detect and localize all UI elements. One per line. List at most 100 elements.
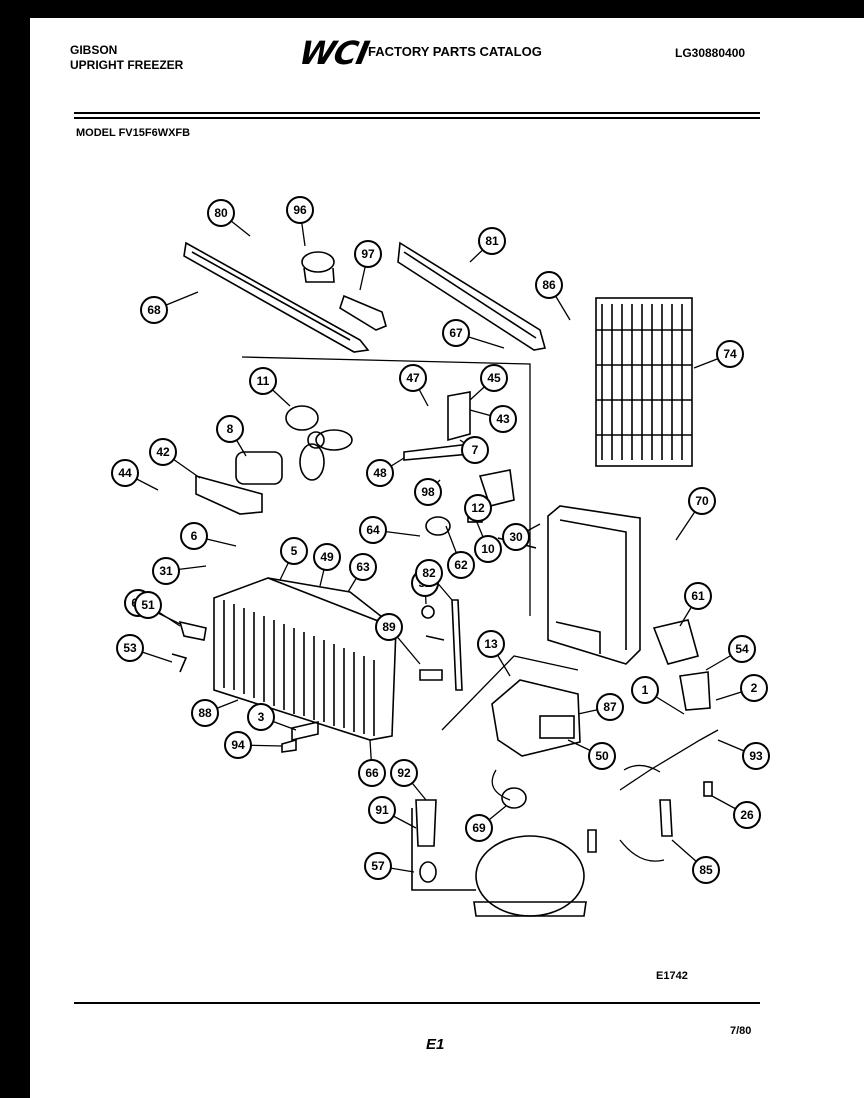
callout-57: 57	[364, 852, 415, 880]
callout-circle-74	[716, 340, 744, 368]
callout-circle-7	[461, 436, 489, 464]
callout-circle-85	[692, 856, 720, 884]
cabinet-liner	[497, 505, 641, 665]
callout-6: 6	[180, 522, 237, 550]
callout-circle-61	[684, 582, 712, 610]
power-cord	[619, 729, 719, 791]
callout-91: 91	[368, 796, 417, 829]
callout-circle-31	[152, 557, 180, 585]
callout-circle-87	[596, 693, 624, 721]
callout-label-10: 10	[481, 542, 495, 556]
callout-label-51: 51	[141, 598, 155, 612]
callout-26: 26	[711, 795, 761, 829]
drain-tube	[491, 769, 511, 801]
product-type: UPRIGHT FREEZER	[70, 58, 184, 72]
print-date: 7/80	[730, 1025, 752, 1037]
callout-label-53: 53	[123, 641, 137, 655]
callout-96: 96	[286, 196, 314, 247]
callout-7: 7	[459, 436, 489, 464]
callout-circle-11	[249, 367, 277, 395]
callout-circle-53	[116, 634, 144, 662]
callout-circle-97	[354, 240, 382, 268]
callout-82: 82	[415, 559, 453, 601]
callout-12: 12	[464, 494, 492, 522]
callout-circle-50	[588, 742, 616, 770]
callout-circle-3	[247, 703, 275, 731]
callout-circle-26	[733, 801, 761, 829]
callout-98: 98	[414, 478, 442, 506]
callout-label-82: 82	[422, 566, 436, 580]
callout-circle-45	[480, 364, 508, 392]
callout-label-91: 91	[375, 803, 389, 817]
callout-circle-42	[149, 438, 177, 466]
callout-circle-86	[535, 271, 563, 299]
callout-circle-51	[134, 591, 162, 619]
callout-92: 92	[390, 759, 427, 801]
callout-label-66: 66	[365, 766, 379, 780]
callout-label-89: 89	[382, 620, 396, 634]
callout-circle-82	[415, 559, 443, 587]
header-rule-bottom	[74, 117, 760, 119]
callout-circle-96	[286, 196, 314, 224]
callout-64: 64	[359, 516, 421, 544]
callout-circle-91	[368, 796, 396, 824]
callout-circle-6	[180, 522, 208, 550]
callout-85: 85	[671, 839, 720, 884]
callout-81: 81	[469, 227, 506, 263]
callout-circle-2	[740, 674, 768, 702]
callout-label-69: 69	[472, 821, 486, 835]
callout-label-50: 50	[595, 749, 609, 763]
callout-label-88: 88	[198, 706, 212, 720]
callout-88: 88	[191, 699, 239, 727]
callout-54: 54	[705, 635, 756, 671]
small-hardware	[171, 599, 463, 753]
callout-label-2: 2	[751, 681, 758, 695]
callout-48: 48	[366, 457, 405, 487]
callout-42: 42	[149, 438, 201, 479]
callout-circle-48	[366, 459, 394, 487]
callout-43: 43	[469, 405, 517, 433]
callout-67: 67	[442, 319, 505, 349]
diagram-code: E1742	[656, 970, 688, 982]
callout-circle-80	[207, 199, 235, 227]
callout-circle-81	[478, 227, 506, 255]
callout-80: 80	[207, 199, 251, 237]
callout-label-54: 54	[735, 642, 749, 656]
callout-94: 94	[224, 731, 283, 759]
drain-pan	[501, 787, 527, 809]
callout-circle-67	[442, 319, 470, 347]
callout-label-5: 5	[291, 544, 298, 558]
callout-label-74: 74	[723, 347, 737, 361]
callout-69: 69	[465, 805, 507, 842]
callout-label-6: 6	[191, 529, 198, 543]
callout-circle-10	[474, 535, 502, 563]
bracket-outline	[241, 356, 531, 616]
brand-name: GIBSON	[70, 43, 118, 57]
callout-61: 61	[679, 582, 712, 627]
callout-10: 10	[474, 519, 502, 563]
callout-2: 2	[715, 674, 768, 702]
callout-circle-54	[728, 635, 756, 663]
callout-circle-30	[502, 523, 530, 551]
callout-circle-69	[465, 814, 493, 842]
callout-label-49: 49	[320, 550, 334, 564]
callout-circle-5	[280, 537, 308, 565]
model-number: MODEL FV15F6WXFB	[76, 127, 191, 139]
callout-label-87: 87	[603, 700, 617, 714]
callout-label-42: 42	[156, 445, 170, 459]
callout-62: 62	[445, 525, 475, 579]
callout-63: 63	[347, 553, 377, 593]
rail-left	[183, 241, 370, 353]
callout-label-93: 93	[749, 749, 763, 763]
callout-circle-88	[191, 699, 219, 727]
callout-label-8: 8	[227, 422, 234, 436]
catalog-title: FACTORY PARTS CATALOG	[368, 44, 542, 59]
callout-label-7: 7	[472, 443, 479, 457]
callout-circle-93	[742, 742, 770, 770]
callout-circle-98	[414, 478, 442, 506]
callout-circle-12	[464, 494, 492, 522]
callout-label-47: 47	[406, 371, 420, 385]
callout-label-48: 48	[373, 466, 387, 480]
callout-label-98: 98	[421, 485, 435, 499]
